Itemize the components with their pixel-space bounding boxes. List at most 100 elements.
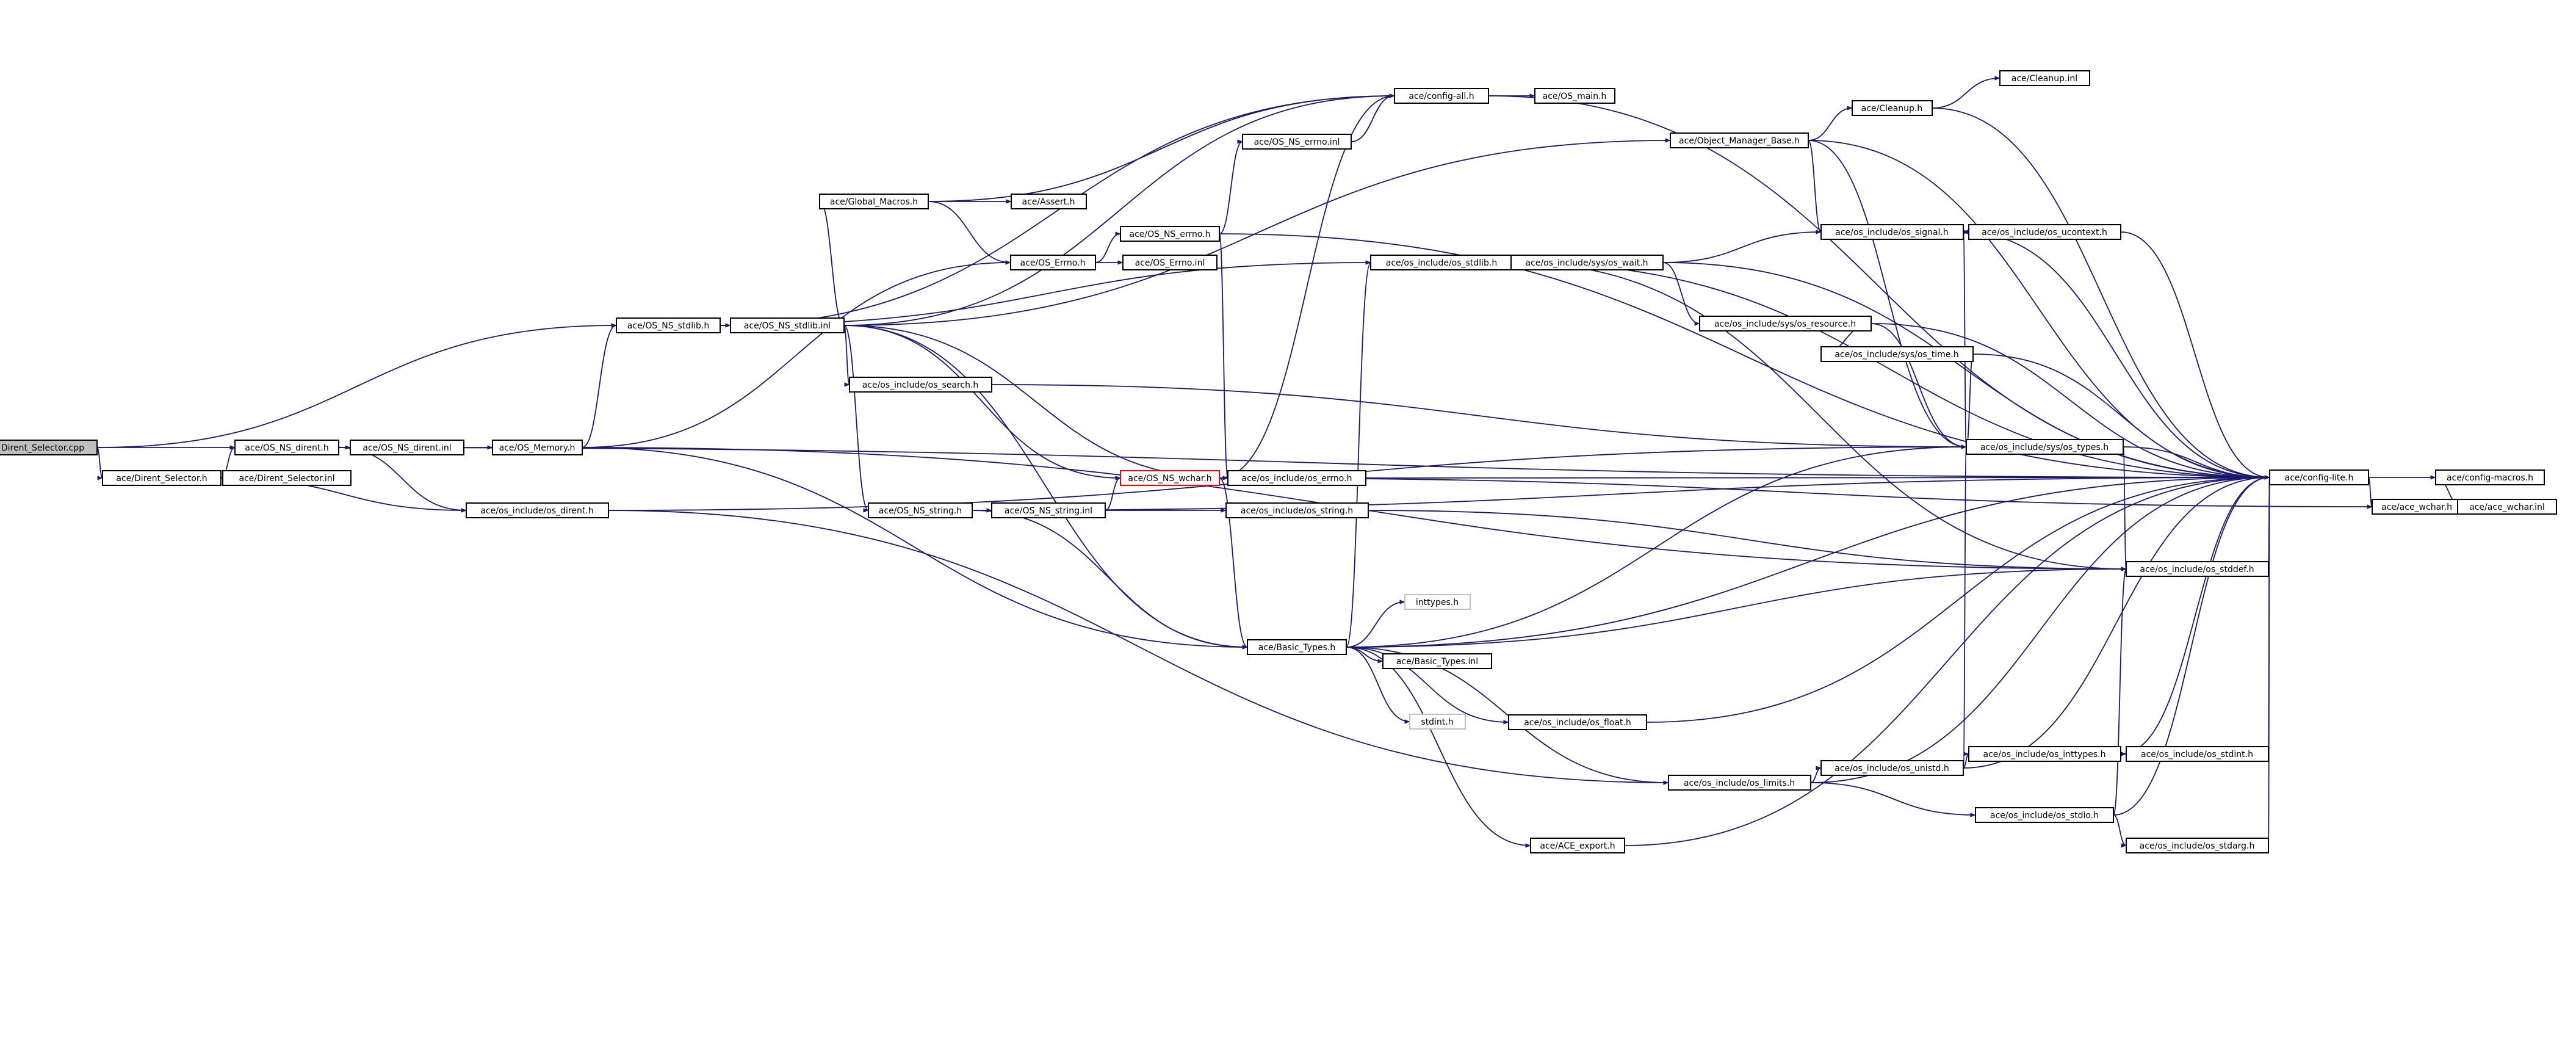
- node-osstdlib-h[interactable]: ace/os_include/os_stdlib.h: [1370, 255, 1513, 270]
- node-inttypes-h[interactable]: inttypes.h: [1404, 594, 1471, 610]
- node-label: ace/ACE_export.h: [1540, 841, 1615, 851]
- node-oserrno-h2[interactable]: ace/OS_Errno.h: [1010, 255, 1096, 270]
- node-osnserrno-inl[interactable]: ace/OS_NS_errno.inl: [1242, 134, 1352, 150]
- edge-basictypes-h-to-osstdlib-h: [1346, 260, 1371, 648]
- node-osinttypes-h[interactable]: ace/os_include/os_inttypes.h: [1968, 746, 2121, 762]
- edge-osnsstdlib-inl-to-oserrno-h: [843, 325, 1228, 480]
- edge-osnsdirent-h-to-osdirent-h: [338, 447, 467, 513]
- node-label: ace/Basic_Types.h: [1258, 643, 1335, 653]
- node-osnsstring-h[interactable]: ace/OS_NS_string.h: [868, 502, 973, 518]
- node-objmgrbase-h[interactable]: ace/Object_Manager_Base.h: [1670, 132, 1809, 148]
- edge-line: [1810, 766, 1822, 783]
- node-label: ace/Cleanup.h: [1861, 104, 1922, 114]
- node-box: [2457, 499, 2557, 515]
- node-osstdio-h[interactable]: ace/os_include/os_stdio.h: [1975, 807, 2114, 823]
- node-box: [1242, 134, 1352, 150]
- edge-osnswchar-h-to-basictypes-h: [1219, 477, 1248, 650]
- edge-line: [819, 199, 845, 326]
- node-osstdarg-h[interactable]: ace/os_include/os_stdarg.h: [2126, 838, 2269, 853]
- node-oserrno-h[interactable]: ace/os_include/os_errno.h: [1227, 470, 1366, 486]
- node-basictypes-inl[interactable]: ace/Basic_Types.inl: [1382, 653, 1492, 669]
- edge-osnserrno-h-to-osnserrno-inl: [1219, 139, 1243, 234]
- edge-osnsstdlib-inl-to-configall-h: [843, 93, 1395, 326]
- node-direntsel-h[interactable]: ace/Dirent_Selector.h: [102, 470, 222, 486]
- edge-line: [2120, 475, 2270, 755]
- node-box: [2372, 499, 2462, 515]
- node-osstdint-h[interactable]: ace/os_include/os_stdint.h: [2126, 746, 2269, 762]
- edge-line: [928, 201, 1011, 265]
- edge-line: [1351, 93, 1395, 142]
- node-root[interactable]: Dirent_Selector.cpp: [0, 440, 98, 455]
- edge-basictypes-h-to-ostypes-h: [1346, 444, 1967, 648]
- node-assert-h[interactable]: ace/Assert.h: [1011, 194, 1087, 209]
- node-osnsstdlib-h[interactable]: ace/OS_NS_stdlib.h: [616, 317, 721, 333]
- edge-osresource-h-to-ostypes-h: [1871, 323, 1967, 449]
- node-direntsel-inl[interactable]: ace/Dirent_Selector.inl: [222, 470, 352, 486]
- node-oslimits-h[interactable]: ace/os_include/os_limits.h: [1668, 775, 1811, 791]
- node-ostime-h[interactable]: ace/os_include/sys/os_time.h: [1820, 346, 1974, 362]
- node-osmemory-h[interactable]: ace/OS_Memory.h: [492, 440, 583, 455]
- node-ostypes-h[interactable]: ace/os_include/sys/os_types.h: [1966, 439, 2124, 455]
- node-label: ace/os_include/os_float.h: [1524, 718, 1631, 728]
- node-basictypes-h[interactable]: ace/Basic_Types.h: [1247, 639, 1347, 655]
- node-ossearch-h[interactable]: ace/os_include/os_search.h: [849, 377, 992, 393]
- edge-line: [1219, 139, 1243, 234]
- edge-line: [1346, 647, 1410, 724]
- node-oswait-h[interactable]: ace/os_include/sys/os_wait.h: [1510, 255, 1664, 270]
- node-label: ace/os_include/sys/os_wait.h: [1525, 258, 1648, 268]
- node-label: ace/OS_NS_dirent.h: [245, 443, 328, 453]
- node-globalmacros-h[interactable]: ace/Global_Macros.h: [819, 194, 929, 209]
- node-configmacros-h[interactable]: ace/config-macros.h: [2435, 469, 2545, 485]
- node-ossignal-h[interactable]: ace/os_include/os_signal.h: [1820, 224, 1964, 240]
- node-configall-h[interactable]: ace/config-all.h: [1394, 88, 1489, 104]
- node-osfloat-h[interactable]: ace/os_include/os_float.h: [1508, 714, 1647, 730]
- node-osstring-h[interactable]: ace/os_include/os_string.h: [1225, 502, 1369, 518]
- node-acewchar-inl[interactable]: ace/ace_wchar.inl: [2457, 499, 2557, 515]
- edge-line: [843, 325, 1228, 480]
- node-osnsdirent-h[interactable]: ace/OS_NS_dirent.h: [234, 440, 339, 455]
- node-configlite-h[interactable]: ace/config-lite.h: [2269, 469, 2369, 485]
- node-label: ace/Dirent_Selector.h: [116, 474, 207, 484]
- edge-line: [582, 447, 1248, 650]
- edge-line: [1219, 233, 1228, 480]
- edge-ossignal-h-to-configlite-h: [1963, 231, 2270, 480]
- node-label: ace/config-lite.h: [2285, 473, 2354, 483]
- node-stdint-h[interactable]: stdint.h: [1409, 714, 1466, 730]
- node-osdirent-h[interactable]: ace/os_include/os_dirent.h: [466, 502, 609, 518]
- node-box: [2126, 561, 2269, 577]
- edge-oslimits-h-to-osstdio-h: [1810, 782, 1976, 817]
- node-osstddef-h[interactable]: ace/os_include/os_stddef.h: [2126, 561, 2269, 577]
- node-osnswchar-h[interactable]: ace/OS_NS_wchar.h: [1120, 470, 1220, 486]
- node-label: ace/OS_NS_errno.h: [1129, 230, 1210, 239]
- node-osnsstdlib-inl[interactable]: ace/OS_NS_stdlib.inl: [730, 317, 845, 333]
- node-box: [1404, 594, 1471, 610]
- node-oserrno-inl[interactable]: ace/OS_Errno.inl: [1122, 255, 1218, 270]
- node-osmain-h[interactable]: ace/OS_main.h: [1534, 88, 1615, 104]
- node-osnsdirent-inl[interactable]: ace/OS_NS_dirent.inl: [350, 440, 464, 455]
- edge-osnsstring-inl-to-osnswchar-h: [1105, 476, 1121, 511]
- node-box: [1699, 316, 1872, 331]
- node-acewchar-h[interactable]: ace/ace_wchar.h: [2372, 499, 2462, 515]
- node-label: ace/os_include/sys/os_time.h: [1835, 350, 1958, 360]
- edge-osfloat-h-to-configlite-h: [1646, 475, 2270, 723]
- edge-objmgrbase-h-to-ostypes-h: [1808, 140, 1967, 449]
- node-box: [1999, 70, 2090, 86]
- node-aceexport-h[interactable]: ace/ACE_export.h: [1530, 838, 1625, 853]
- node-osresource-h[interactable]: ace/os_include/sys/os_resource.h: [1699, 316, 1872, 331]
- node-cleanup-inl[interactable]: ace/Cleanup.inl: [1999, 70, 2090, 86]
- edge-oserrno-h-to-configlite-h: [1365, 475, 2270, 480]
- edge-basictypes-h-to-osstddef-h: [1346, 567, 2127, 648]
- node-osnserrno-h[interactable]: ace/OS_NS_errno.h: [1120, 226, 1220, 242]
- edge-ossignal-h-to-ostypes-h: [1961, 231, 1967, 449]
- node-cleanup-h[interactable]: ace/Cleanup.h: [1852, 100, 1933, 116]
- node-osucontext-h[interactable]: ace/os_include/os_ucontext.h: [1968, 224, 2121, 240]
- node-box: [1668, 775, 1811, 791]
- node-osnsstring-inl[interactable]: ace/OS_NS_string.inl: [991, 502, 1106, 518]
- edge-cleanup-h-to-configlite-h: [1932, 107, 2270, 480]
- node-label: ace/OS_main.h: [1543, 92, 1607, 101]
- edge-line: [1346, 567, 2127, 648]
- edge-line: [1346, 647, 1531, 848]
- node-label: ace/OS_NS_wchar.h: [1128, 474, 1211, 484]
- node-osunistd-h[interactable]: ace/os_include/os_unistd.h: [1820, 760, 1964, 776]
